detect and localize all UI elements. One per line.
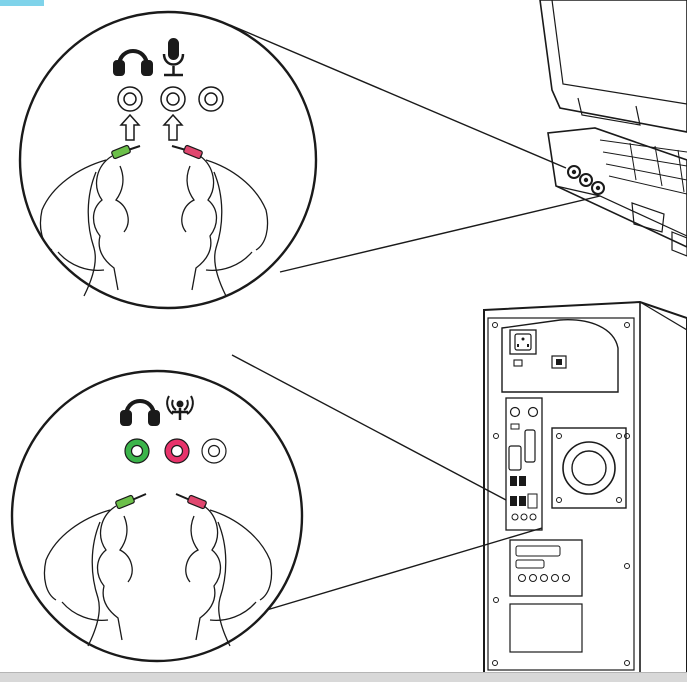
laptop-magnifier: [20, 12, 316, 308]
desktop-jack-microphone: [165, 439, 189, 463]
desktop-jack-headphone: [125, 439, 149, 463]
laptop: [540, 0, 687, 256]
desktop-magnifier: [12, 371, 302, 661]
desktop-jack-line: [202, 439, 226, 463]
laptop-jack-headphone: [118, 87, 142, 111]
laptop-jack-microphone: [161, 87, 185, 111]
desktop-tower: [484, 302, 687, 681]
laptop-jack-line: [199, 87, 223, 111]
